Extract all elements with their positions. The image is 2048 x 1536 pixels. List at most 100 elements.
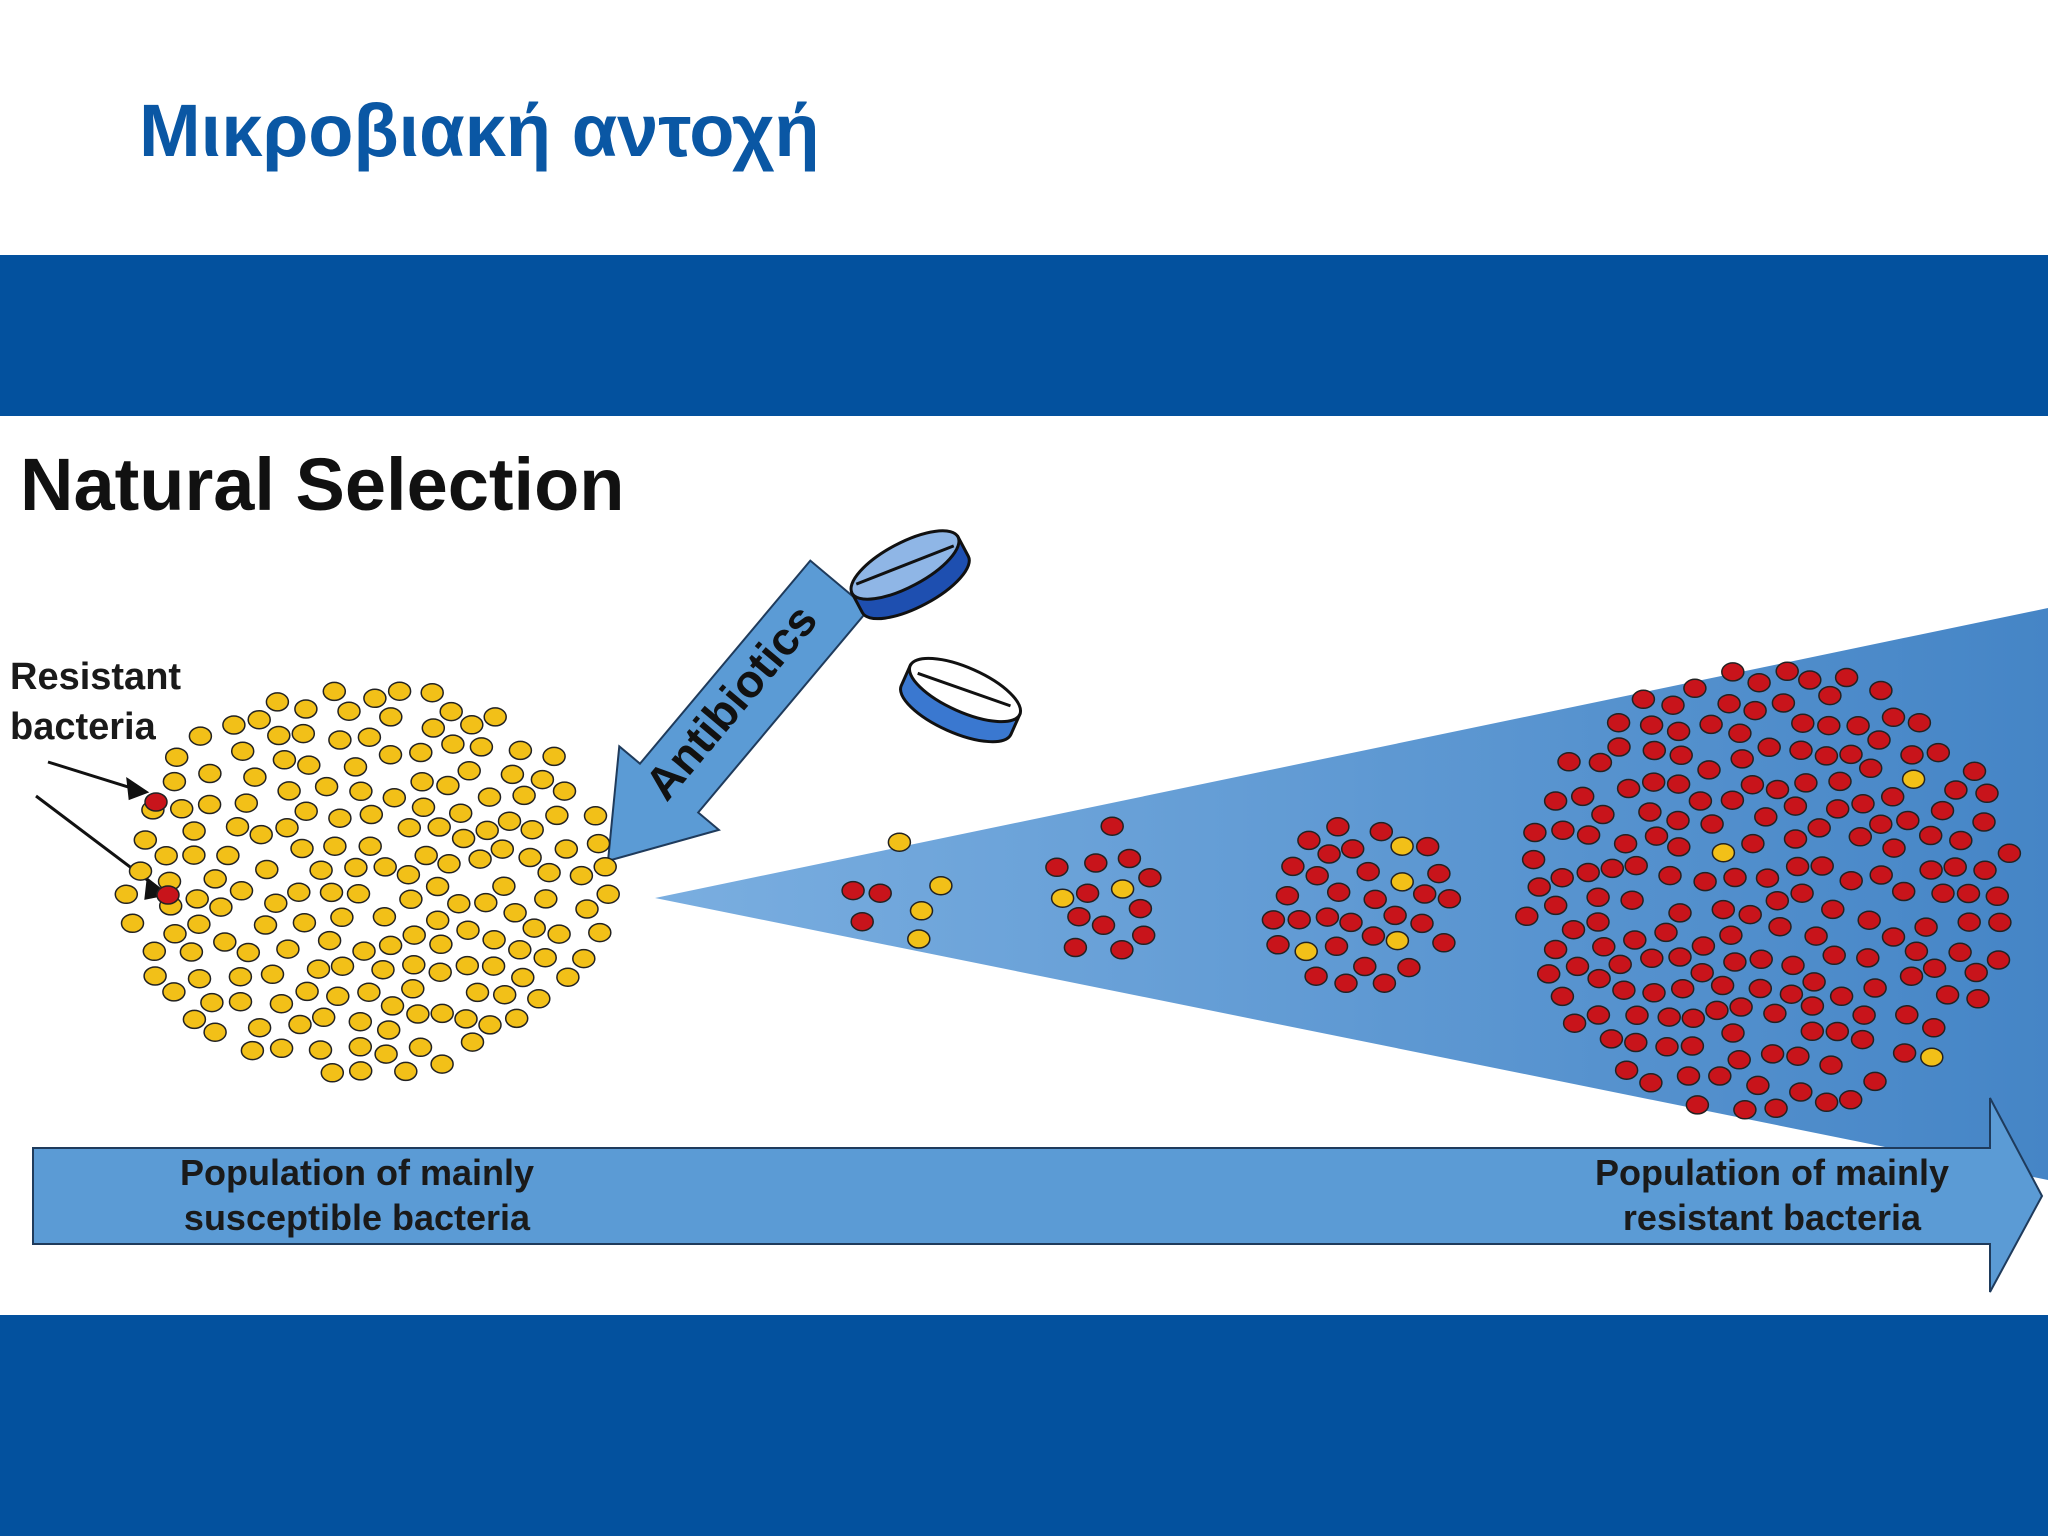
resistant-bacterium [1683, 678, 1707, 699]
susceptible-bacterium [401, 979, 425, 999]
resistant-bacterium [1783, 829, 1808, 849]
resistant-bacterium [1880, 787, 1905, 807]
resistant-bacterium [1765, 890, 1790, 911]
susceptible-bacterium [240, 1040, 265, 1061]
susceptible-bacterium [508, 940, 532, 960]
resistant-bacterium [1666, 810, 1690, 831]
resistant-bacterium [1670, 978, 1695, 999]
resistant-bacterium [1839, 870, 1863, 891]
slide-title: Μικροβιακή αντοχή [139, 89, 820, 172]
susceptible-bacterium [475, 820, 499, 841]
resistant-bacterium [1315, 907, 1340, 927]
susceptible-bacterium [497, 811, 522, 831]
resistant-bacterium [1838, 1090, 1863, 1110]
resistant-bacterium [1688, 791, 1713, 811]
resistant-bacterium [1091, 915, 1116, 936]
susceptible-bacterium [887, 832, 912, 852]
susceptible-bacterium [182, 821, 206, 841]
susceptible-bacterium [114, 884, 139, 905]
resistant-bacterium [1586, 1005, 1611, 1025]
susceptible-bacterium [406, 1004, 430, 1024]
resistant-bacterium [1850, 1029, 1875, 1050]
resistant-bacterium [1699, 714, 1723, 735]
resistant-bacterium [1138, 867, 1162, 888]
resistant-bacterium [1527, 877, 1551, 897]
resistant-bacterium [1899, 966, 1924, 986]
resistant-bacterium [1764, 1098, 1788, 1119]
resistant-bacterium [1415, 836, 1440, 857]
susceptible-bacterium [269, 993, 294, 1014]
resistant-bacterium [1747, 672, 1771, 693]
susceptible-bacterium [247, 1017, 272, 1038]
susceptible-bacterium [133, 830, 158, 850]
resistant-bacterium [1914, 917, 1938, 937]
resistant-bacterium [1515, 906, 1539, 927]
susceptible-bacterium [441, 734, 465, 754]
resistant-bacterium [1711, 899, 1736, 920]
susceptible-bacterium [456, 920, 480, 940]
resistant-bacterium [1412, 884, 1437, 904]
susceptible-bacterium [402, 925, 426, 945]
susceptible-bacterium [430, 1003, 454, 1024]
susceptible-bacterium [228, 991, 253, 1012]
susceptible-bacterium [460, 715, 484, 735]
resistant-bacterium [1045, 857, 1069, 878]
susceptible-bacterium [533, 947, 557, 968]
susceptible-bacterium [185, 889, 209, 909]
resistant-bacterium [1523, 822, 1547, 843]
resistant-bacterium [1710, 975, 1735, 996]
resistant-label-line-2: bacteria [10, 706, 156, 748]
susceptible-bacterium [187, 914, 211, 934]
susceptible-bacterium [372, 907, 397, 927]
resistant-bacterium [1807, 818, 1831, 838]
susceptible-bacterium [1390, 836, 1414, 856]
resistant-bacterium [1654, 922, 1678, 943]
susceptible-bacterium [596, 884, 620, 904]
resistant-bacterium [1614, 1060, 1639, 1080]
resistant-bacterium [1427, 863, 1451, 884]
resistant-bacterium [1334, 973, 1358, 994]
resistant-bacterium [1599, 1029, 1624, 1049]
resistant-bacterium [841, 880, 865, 901]
resistant-bacterium [1600, 858, 1625, 879]
resistant-bacterium [1067, 906, 1091, 927]
resistant-bacterium [1587, 968, 1611, 989]
susceptible-bacterium [309, 860, 333, 880]
resistant-bacterium [1638, 802, 1662, 822]
susceptible-bacterium [358, 836, 382, 856]
resistant-bacterium [1608, 954, 1632, 975]
resistant-bacterium [1935, 985, 1960, 1005]
resistant-bacterium [1717, 693, 1741, 714]
susceptible-bacterium [437, 854, 461, 874]
susceptible-bacterium [511, 967, 535, 988]
susceptible-bacterium [1110, 879, 1135, 899]
susceptible-bacterium [348, 1011, 373, 1032]
resistant-bacterium [1432, 933, 1456, 953]
resistant-bacterium [1931, 883, 1955, 904]
resistant-bacterium [1852, 1005, 1876, 1025]
susceptible-bacterium [357, 727, 382, 747]
initial-bacteria-colony [114, 681, 620, 1083]
resistant-bacterium [1543, 895, 1568, 916]
susceptible-bacterium [164, 747, 189, 767]
susceptible-bacterium [120, 913, 145, 934]
susceptible-bacterium [382, 787, 407, 808]
resistant-label-line-1: Resistant [10, 656, 182, 698]
resistant-bacterium [1658, 865, 1682, 886]
resistant-bacterium [1616, 778, 1641, 799]
resistant-bacterium [1834, 667, 1859, 688]
resistant-bacterium [1944, 780, 1968, 800]
resistant-bacterium [1869, 814, 1893, 834]
resistant-bacterium [1576, 825, 1601, 845]
susceptible-bacterium [260, 964, 285, 985]
susceptible-bacterium [409, 742, 433, 763]
resistant-bacterium [1881, 927, 1906, 947]
susceptible-bacterium [421, 718, 446, 738]
antibiotics-arrow-label: Antibiotics [634, 594, 827, 809]
resistant-bacterium [1550, 867, 1574, 888]
susceptible-bacterium [203, 1022, 227, 1042]
resistant-bacterium [1794, 773, 1818, 793]
susceptible-bacterium [397, 817, 422, 838]
resistant-bacterium [1110, 940, 1134, 960]
resistant-bacterium [1117, 848, 1142, 869]
